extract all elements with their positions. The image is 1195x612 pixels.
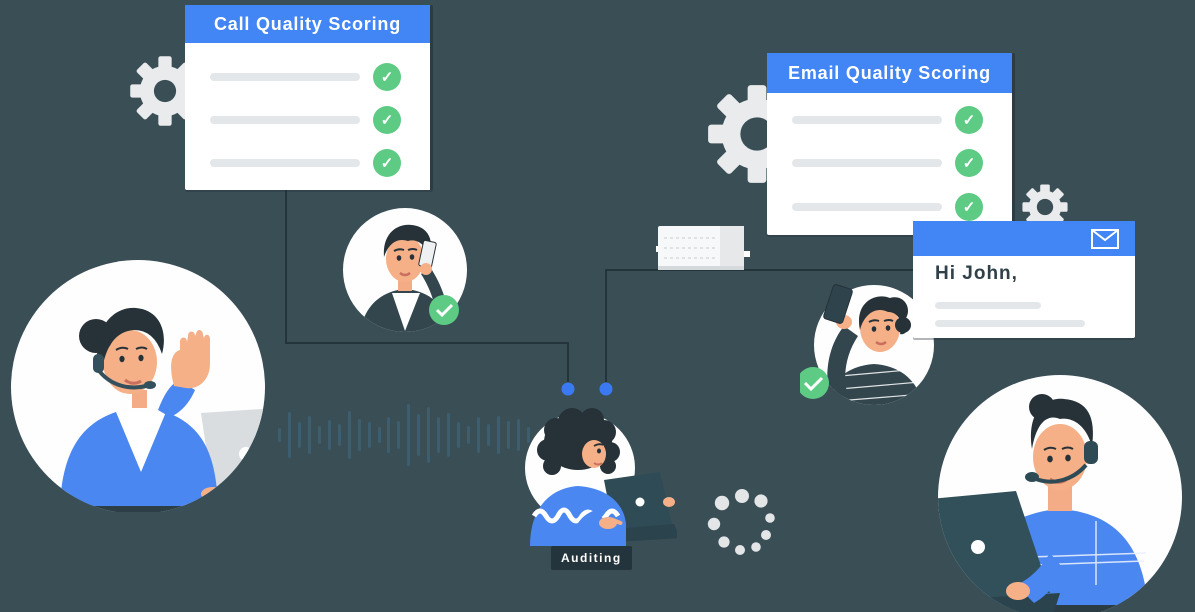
connector-dot-icon — [561, 382, 575, 396]
waveform-bar — [297, 422, 301, 448]
waveform-bar — [516, 419, 520, 451]
gear-icon — [1022, 184, 1068, 230]
email-quality-scoring-card: Email Quality Scoring ✓ ✓ ✓ — [767, 53, 1015, 235]
waveform-bar — [317, 426, 321, 444]
waveform-bar — [278, 428, 281, 442]
check-badge-icon — [800, 367, 829, 399]
email-body-line — [935, 320, 1085, 327]
waveform-bar — [487, 424, 491, 446]
connector-dot-icon — [599, 382, 613, 396]
email-preview-card: Hi John, — [913, 221, 1135, 338]
waveform-bar — [397, 421, 401, 449]
checklist-line — [210, 73, 360, 81]
hair — [537, 408, 620, 475]
sweater-waveform-stripe — [531, 507, 621, 524]
waveform-bar — [387, 417, 391, 453]
waveform-bar — [407, 404, 411, 466]
waveform-bar — [437, 417, 441, 453]
face — [582, 440, 606, 468]
face — [103, 330, 157, 394]
checklist-line — [792, 116, 942, 124]
check-badge-icon: ✓ — [955, 193, 983, 221]
audio-waveform — [278, 398, 530, 472]
waveform-bar — [357, 419, 361, 451]
waveform-bar — [427, 407, 431, 463]
waveform-bar — [447, 413, 451, 457]
check-badge-icon: ✓ — [373, 106, 401, 134]
checklist-line — [792, 159, 942, 167]
waveform-bar — [377, 427, 381, 443]
check-badge-icon: ✓ — [955, 149, 983, 177]
waveform-bar — [367, 422, 371, 448]
waveform-bar — [496, 416, 500, 454]
waveform-bar — [457, 422, 461, 448]
hand — [1006, 582, 1030, 600]
check-badge-icon — [429, 295, 459, 325]
envelope-icon — [1091, 229, 1119, 249]
hair — [858, 296, 909, 335]
card-title: Call Quality Scoring — [185, 5, 430, 43]
email-greeting: Hi John, — [935, 263, 1018, 284]
checklist-line — [792, 203, 942, 211]
face — [386, 236, 424, 282]
waveform-bar — [327, 420, 331, 450]
waveform-bar — [417, 414, 421, 456]
email-body-line — [935, 302, 1041, 309]
waveform-bar — [287, 412, 291, 458]
waving-hand — [171, 329, 210, 389]
person-agent-male — [938, 375, 1182, 612]
paper-stack-icon — [656, 226, 750, 270]
check-badge-icon: ✓ — [955, 106, 983, 134]
call-quality-scoring-card: Call Quality Scoring ✓ ✓ ✓ — [185, 5, 433, 190]
sweater — [530, 486, 626, 546]
check-badge-icon: ✓ — [373, 149, 401, 177]
waveform-bar — [307, 416, 311, 454]
card-title: Email Quality Scoring — [767, 53, 1012, 93]
waveform-bar — [337, 424, 341, 446]
avatar-man-texting — [800, 284, 934, 405]
waveform-bar — [467, 426, 471, 444]
hair — [97, 307, 164, 370]
checklist-line — [210, 116, 360, 124]
avatar-man-on-phone — [343, 208, 467, 332]
email-card-header — [913, 221, 1135, 256]
person-auditor — [525, 408, 677, 546]
person-agent-female — [11, 260, 265, 512]
waveform-bar — [477, 417, 481, 453]
phone-icon — [823, 284, 853, 324]
headset-icon — [93, 354, 156, 390]
waveform-bar — [347, 411, 351, 459]
headset-icon — [1025, 441, 1098, 484]
loading-spinner-icon — [707, 489, 775, 555]
auditing-label: Auditing — [551, 546, 632, 570]
waveform-bar — [506, 421, 510, 449]
waveform-bar — [526, 427, 530, 443]
checklist-line — [210, 159, 360, 167]
check-badge-icon: ✓ — [373, 63, 401, 91]
face — [860, 304, 900, 352]
hair — [383, 224, 432, 257]
